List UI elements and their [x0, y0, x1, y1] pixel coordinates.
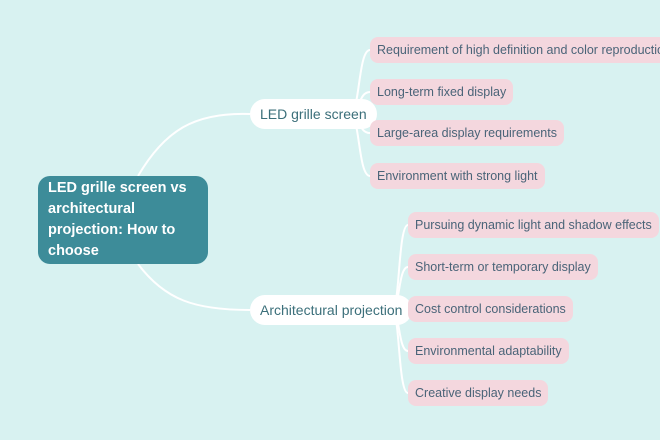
leaf-label: Requirement of high definition and color… [377, 43, 660, 57]
leaf-led-3[interactable]: Large-area display requirements [370, 120, 564, 146]
branch-led-grille-screen[interactable]: LED grille screen [250, 99, 377, 129]
leaf-label: Long-term fixed display [377, 85, 507, 99]
leaf-label: Creative display needs [415, 386, 542, 400]
root-topic[interactable]: LED grille screen vs architectural proje… [38, 176, 208, 264]
leaf-led-1[interactable]: Requirement of high definition and color… [370, 37, 660, 63]
leaf-label: Environment with strong light [377, 169, 538, 183]
branch-architectural-projection[interactable]: Architectural projection [250, 295, 413, 325]
connector-root-led [137, 112, 251, 177]
leaf-proj-4[interactable]: Environmental adaptability [408, 338, 569, 364]
branch-label: LED grille screen [260, 106, 367, 122]
connector-root-projection [137, 263, 251, 311]
leaf-proj-3[interactable]: Cost control considerations [408, 296, 573, 322]
leaf-label: Pursuing dynamic light and shadow effect… [415, 218, 652, 232]
leaf-label: Short-term or temporary display [415, 260, 591, 274]
leaf-proj-5[interactable]: Creative display needs [408, 380, 549, 406]
leaf-led-4[interactable]: Environment with strong light [370, 163, 545, 189]
leaf-label: Cost control considerations [415, 302, 566, 316]
leaf-label: Environmental adaptability [415, 344, 562, 358]
branch-label: Architectural projection [260, 302, 403, 318]
leaf-label: Large-area display requirements [377, 126, 557, 140]
root-topic-label: LED grille screen vs architectural proje… [48, 180, 187, 259]
leaf-led-2[interactable]: Long-term fixed display [370, 79, 514, 105]
leaf-proj-2[interactable]: Short-term or temporary display [408, 254, 598, 280]
leaf-proj-1[interactable]: Pursuing dynamic light and shadow effect… [408, 212, 659, 238]
